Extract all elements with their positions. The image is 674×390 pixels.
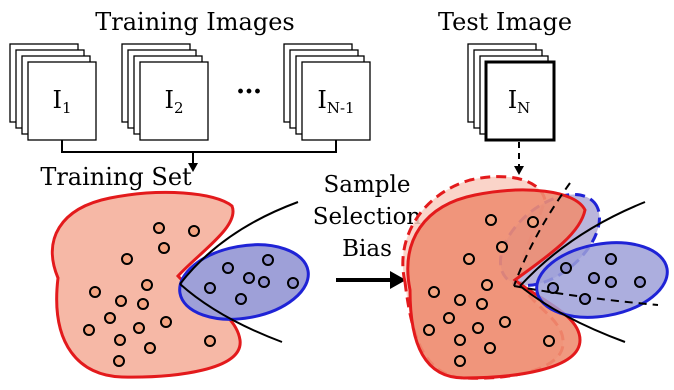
data-point: [547, 282, 559, 294]
blue-class-region-solid: [535, 241, 669, 319]
test-set-plot: [401, 175, 669, 380]
red-points: [423, 214, 555, 367]
data-point: [133, 322, 145, 334]
training-images-bracket: [61, 140, 337, 153]
bias-label-line-1: Sample: [324, 172, 411, 198]
decision-boundary-upper-solid: [519, 201, 646, 287]
image-frame: [139, 61, 209, 141]
training-images-title: Training Images: [95, 8, 294, 36]
data-point: [472, 322, 484, 334]
data-point: [204, 335, 216, 347]
data-point: [137, 298, 149, 310]
image-label-n: IN: [508, 86, 531, 117]
bias-label-line-3: Bias: [342, 236, 392, 262]
data-point: [527, 216, 539, 228]
blue-points: [547, 253, 646, 305]
test-image-stack: IN: [467, 43, 556, 142]
data-point: [423, 324, 435, 336]
training-image-stack-2: I2: [121, 43, 209, 141]
data-point: [287, 277, 299, 289]
data-point: [104, 312, 116, 324]
data-point: [188, 225, 200, 237]
training-set-label: Training Set: [40, 163, 192, 191]
training-image-stack-n-1: IN-1: [283, 43, 371, 141]
data-point: [115, 295, 127, 307]
blue-class-region: [178, 243, 310, 321]
data-point: [560, 262, 572, 274]
data-point: [485, 214, 497, 226]
data-point: [89, 286, 101, 298]
data-point: [463, 253, 475, 265]
data-point: [114, 334, 126, 346]
data-point: [144, 342, 156, 354]
data-point: [605, 253, 617, 265]
data-point: [499, 316, 511, 328]
data-point: [222, 262, 234, 274]
test-arrow-head: [514, 166, 524, 175]
image-frame: [301, 61, 371, 141]
bias-label-line-2: Selection: [313, 204, 422, 230]
data-point: [83, 324, 95, 336]
data-point: [481, 279, 493, 291]
image-label-1: I1: [52, 86, 71, 117]
test-image-title: Test Image: [438, 8, 572, 36]
red-points: [83, 222, 216, 367]
data-point: [235, 293, 247, 305]
training-set-plot: [50, 191, 310, 379]
data-point: [113, 355, 125, 367]
data-point: [634, 276, 646, 288]
data-point: [158, 242, 170, 254]
image-frame: [27, 61, 97, 141]
data-point: [141, 279, 153, 291]
decision-boundary-lower-solid: [519, 285, 626, 343]
data-point: [543, 335, 555, 347]
data-point: [454, 355, 466, 367]
data-point: [454, 334, 466, 346]
training-image-stack-1: I1: [9, 43, 97, 141]
data-point: [579, 293, 591, 305]
data-point: [454, 294, 466, 306]
training-arrow-head: [188, 163, 198, 172]
data-point: [496, 241, 508, 253]
data-point: [588, 272, 600, 284]
data-point: [262, 254, 274, 266]
decision-boundary-lower-dashed: [513, 285, 659, 306]
data-point: [153, 222, 165, 234]
image-label-2: I2: [164, 86, 183, 117]
data-point: [428, 286, 440, 298]
bias-arrow-head: [390, 271, 406, 289]
decision-boundary-upper-dashed: [513, 182, 571, 287]
decision-boundary-lower: [179, 283, 283, 343]
image-label-n-1: IN-1: [317, 86, 354, 117]
red-class-region-solid: [406, 188, 587, 380]
data-point: [160, 316, 172, 328]
test-image-frame: [484, 60, 556, 142]
data-point: [443, 312, 455, 324]
data-point: [204, 282, 216, 294]
data-point: [605, 276, 617, 288]
data-point: [484, 342, 496, 354]
ellipsis: …: [236, 70, 262, 100]
decision-boundary-upper: [179, 201, 299, 285]
data-point: [243, 272, 255, 284]
data-point: [476, 298, 488, 310]
blue-points: [204, 254, 299, 305]
data-point: [258, 276, 270, 288]
data-point: [121, 253, 133, 265]
